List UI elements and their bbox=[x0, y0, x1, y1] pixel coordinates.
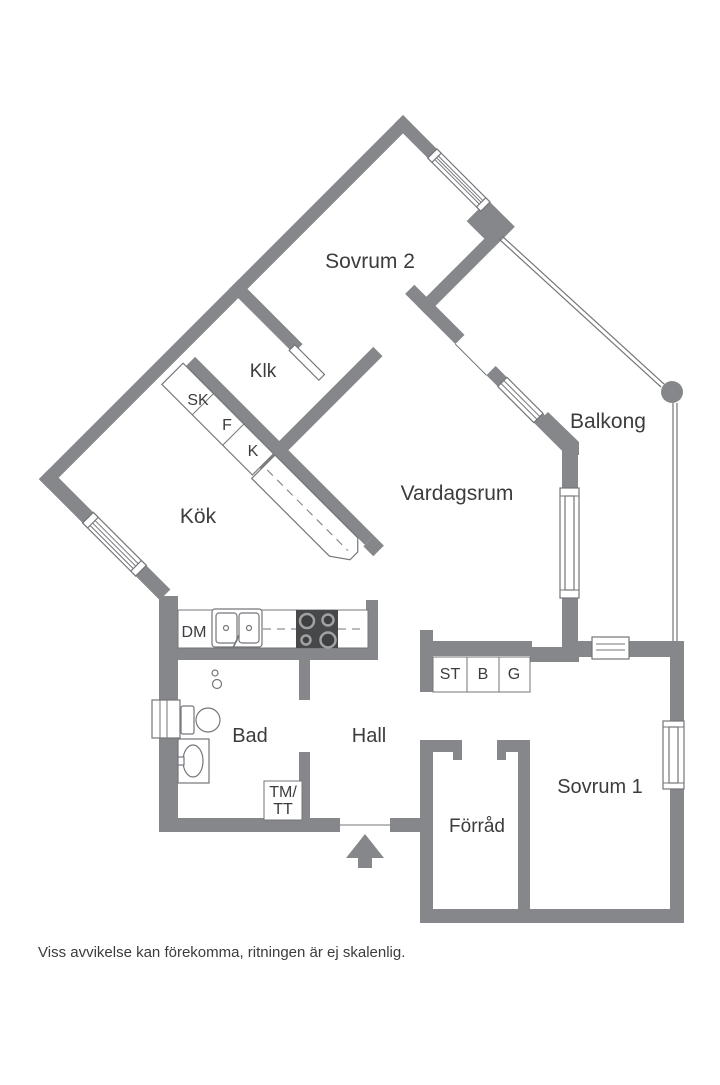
toilet-icon bbox=[180, 705, 221, 735]
label-tm: TM/ bbox=[269, 784, 297, 801]
window-sovrum2 bbox=[426, 148, 491, 213]
wall-hall-right-upper bbox=[420, 630, 433, 692]
label-st: ST bbox=[440, 666, 461, 683]
closet-strip bbox=[161, 362, 275, 476]
wall-kok-bottom bbox=[165, 648, 378, 660]
wall-sovrum1-top-jog bbox=[530, 647, 579, 662]
label-klk: Klk bbox=[250, 361, 277, 382]
caption: Viss avvikelse kan förekomma, ritningen … bbox=[38, 944, 405, 961]
fixtures-and-windows bbox=[81, 148, 685, 826]
stove-icon bbox=[296, 610, 338, 649]
window-sovrum1 bbox=[662, 720, 685, 790]
wall-klk-vardagsrum bbox=[255, 346, 383, 474]
label-tt: TT bbox=[273, 801, 293, 818]
wall-sovrum2-right bbox=[417, 217, 515, 316]
closets-stbg bbox=[432, 656, 531, 693]
label-sovrum1: Sovrum 1 bbox=[557, 776, 643, 798]
wall-bottom bbox=[420, 909, 684, 923]
bathroom-sink-icon bbox=[177, 738, 210, 784]
window-balcony-bottom bbox=[591, 636, 630, 660]
wall-hall-bottom-right bbox=[390, 818, 433, 832]
label-b: B bbox=[478, 666, 489, 683]
wall-stbg-top bbox=[420, 641, 532, 656]
window-kok bbox=[81, 511, 148, 577]
label-hall: Hall bbox=[352, 725, 386, 747]
window-bad bbox=[151, 699, 181, 739]
labels: Sovrum 2 Klk SK F K Kök Vardagsrum Balko… bbox=[38, 250, 646, 961]
wall-bad-hall-upper bbox=[299, 648, 310, 700]
label-balkong: Balkong bbox=[570, 410, 646, 433]
balcony-post bbox=[661, 381, 683, 403]
wall-forrad-top-left bbox=[420, 740, 462, 752]
kitchen-sink bbox=[211, 608, 263, 649]
label-g: G bbox=[508, 666, 520, 683]
entrance-arrow-icon bbox=[346, 834, 384, 868]
walls bbox=[38, 115, 684, 923]
label-f: F bbox=[222, 417, 232, 434]
wall-forrad-top-right bbox=[497, 740, 530, 752]
opening-line-balcony bbox=[454, 343, 487, 376]
kitchen-peninsula bbox=[250, 454, 359, 561]
label-k: K bbox=[248, 443, 259, 460]
label-vardagsrum: Vardagsrum bbox=[401, 482, 514, 505]
wall-kok-right bbox=[366, 600, 378, 657]
wall-forrad-sovrum1 bbox=[518, 752, 530, 912]
laundry-box bbox=[263, 780, 303, 821]
wall-exterior-upper-left bbox=[38, 115, 413, 489]
faucet-icon bbox=[211, 669, 223, 690]
label-dm: DM bbox=[182, 624, 207, 641]
wall-balcony-door-upper bbox=[562, 444, 578, 490]
wall-bad-left-lower bbox=[159, 738, 178, 820]
wall-balcony-block bbox=[486, 366, 507, 387]
label-kok: Kök bbox=[180, 505, 217, 528]
label-forrad: Förråd bbox=[449, 816, 505, 837]
window-vardagsrum-ne bbox=[496, 376, 544, 424]
label-bad: Bad bbox=[232, 725, 268, 747]
kitchen-counter bbox=[177, 608, 369, 649]
wall-forrad-jamb-right bbox=[497, 752, 506, 760]
window-balcony-door bbox=[559, 487, 580, 599]
wall-sovrum2-klk bbox=[229, 279, 303, 354]
rotated-section-fixtures bbox=[81, 148, 544, 577]
balcony-railing bbox=[498, 235, 678, 641]
sliding-door-klk bbox=[288, 343, 326, 382]
label-sovrum2: Sovrum 2 bbox=[325, 250, 415, 273]
wall-sovrum2-south-cap bbox=[405, 284, 465, 345]
label-sk: SK bbox=[187, 392, 209, 409]
wall-kok-vardagsrum-cap bbox=[363, 535, 384, 557]
wall-hall-bottom-left bbox=[159, 818, 340, 832]
wall-forrad-jamb-left bbox=[453, 752, 462, 760]
wall-sovrum2-top bbox=[393, 115, 437, 159]
wall-kok-vardagsrum bbox=[185, 356, 375, 545]
wall-bad-hall-lower bbox=[299, 752, 310, 820]
